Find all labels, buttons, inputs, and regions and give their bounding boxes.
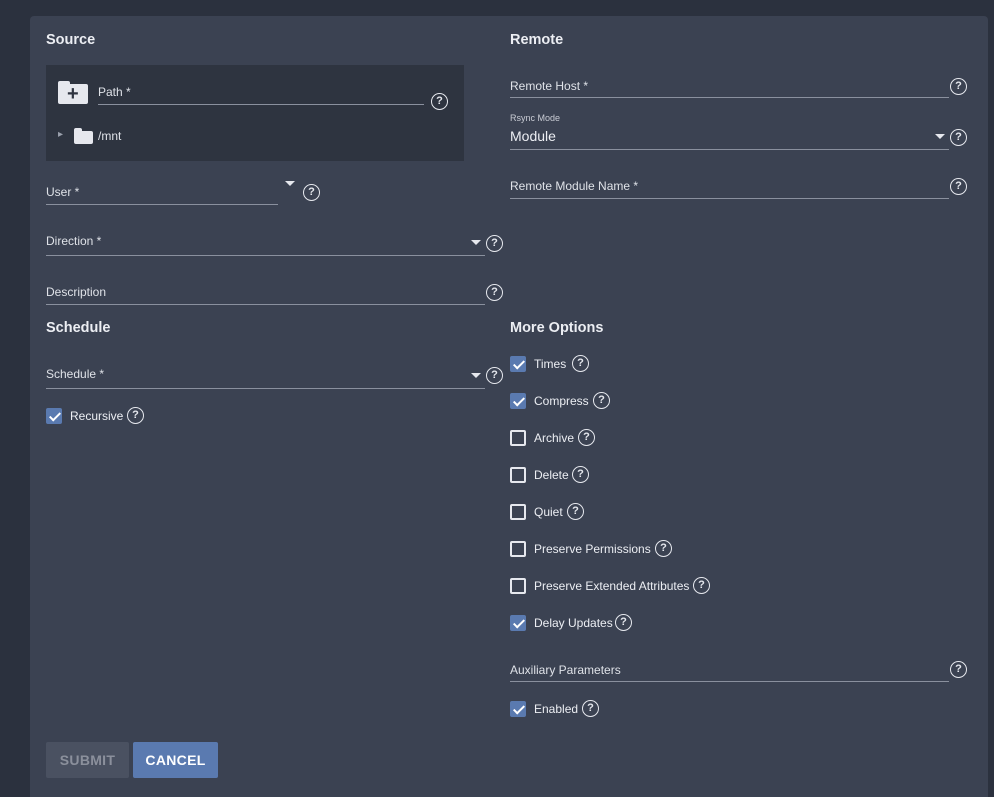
preserve-extended-attributes-checkbox[interactable]: [510, 578, 526, 594]
preserve-extended-attributes-label: Preserve Extended Attributes: [534, 579, 690, 593]
recursive-help-icon[interactable]: ?: [127, 407, 144, 424]
schedule-label: Schedule *: [46, 367, 105, 381]
delete-help-icon[interactable]: ?: [572, 466, 589, 483]
remote-host-input[interactable]: [510, 97, 949, 98]
quiet-label: Quiet: [534, 505, 563, 519]
direction-dropdown-icon[interactable]: [471, 240, 481, 245]
recursive-checkbox[interactable]: [46, 408, 62, 424]
enabled-help-icon[interactable]: ?: [582, 700, 599, 717]
preserve-extended-attributes-help-icon[interactable]: ?: [693, 577, 710, 594]
rsync-mode-value[interactable]: Module: [510, 128, 556, 144]
direction-label: Direction *: [46, 234, 102, 248]
description-help-icon[interactable]: ?: [486, 284, 503, 301]
schedule-select[interactable]: [46, 388, 485, 389]
enabled-label: Enabled: [534, 702, 579, 716]
archive-label: Archive: [534, 431, 575, 445]
enabled-checkbox[interactable]: [510, 701, 526, 717]
archive-help-icon[interactable]: ?: [578, 429, 595, 446]
top-bar: [0, 0, 994, 16]
schedule-section-title: Schedule: [46, 320, 111, 336]
remote-module-input[interactable]: [510, 198, 949, 199]
remote-host-help-icon[interactable]: ?: [950, 78, 967, 95]
add-folder-icon[interactable]: +: [58, 81, 88, 105]
auxiliary-parameters-input[interactable]: [510, 681, 949, 682]
archive-checkbox[interactable]: [510, 430, 526, 446]
user-label: User *: [46, 185, 80, 199]
direction-help-icon[interactable]: ?: [486, 235, 503, 252]
remote-host-label: Remote Host *: [510, 79, 589, 93]
times-help-icon[interactable]: ?: [572, 355, 589, 372]
auxiliary-parameters-label: Auxiliary Parameters: [510, 663, 621, 677]
user-dropdown-icon[interactable]: [285, 181, 295, 186]
schedule-help-icon[interactable]: ?: [486, 367, 503, 384]
times-checkbox[interactable]: [510, 356, 526, 372]
rsync-task-form: Source + Path * ? ▸ /mnt User * ? Direct…: [30, 16, 988, 797]
remote-module-help-icon[interactable]: ?: [950, 178, 967, 195]
delay-updates-label: Delay Updates: [534, 616, 613, 630]
remote-module-label: Remote Module Name *: [510, 179, 639, 193]
compress-help-icon[interactable]: ?: [593, 392, 610, 409]
recursive-label: Recursive: [70, 409, 124, 423]
folder-icon: [74, 128, 93, 144]
tree-node-mnt[interactable]: /mnt: [98, 129, 122, 143]
preserve-permissions-help-icon[interactable]: ?: [655, 540, 672, 557]
user-help-icon[interactable]: ?: [303, 184, 320, 201]
delay-updates-help-icon[interactable]: ?: [615, 614, 632, 631]
direction-select[interactable]: [46, 255, 485, 256]
description-label: Description: [46, 285, 107, 299]
expand-icon[interactable]: ▸: [58, 129, 64, 140]
rsync-mode-select[interactable]: [510, 149, 949, 150]
user-input[interactable]: [46, 204, 278, 205]
rsync-mode-label: Rsync Mode: [510, 113, 561, 123]
compress-label: Compress: [534, 394, 589, 408]
rsync-mode-dropdown-icon[interactable]: [935, 134, 945, 139]
path-label: Path *: [98, 85, 131, 99]
delete-checkbox[interactable]: [510, 467, 526, 483]
quiet-help-icon[interactable]: ?: [567, 503, 584, 520]
path-help-icon[interactable]: ?: [431, 93, 448, 110]
times-label: Times: [534, 357, 567, 371]
description-input[interactable]: [46, 304, 485, 305]
delay-updates-checkbox[interactable]: [510, 615, 526, 631]
quiet-checkbox[interactable]: [510, 504, 526, 520]
auxiliary-parameters-help-icon[interactable]: ?: [950, 661, 967, 678]
path-input[interactable]: [98, 104, 424, 105]
schedule-dropdown-icon[interactable]: [471, 373, 481, 378]
rsync-mode-help-icon[interactable]: ?: [950, 129, 967, 146]
preserve-permissions-checkbox[interactable]: [510, 541, 526, 557]
path-explorer: + Path * ? ▸ /mnt: [46, 65, 464, 161]
compress-checkbox[interactable]: [510, 393, 526, 409]
remote-section-title: Remote: [510, 32, 564, 48]
cancel-button[interactable]: CANCEL: [133, 742, 218, 778]
source-section-title: Source: [46, 32, 96, 48]
submit-button[interactable]: SUBMIT: [46, 742, 129, 778]
delete-label: Delete: [534, 468, 569, 482]
preserve-permissions-label: Preserve Permissions: [534, 542, 651, 556]
more-options-section-title: More Options: [510, 320, 604, 336]
